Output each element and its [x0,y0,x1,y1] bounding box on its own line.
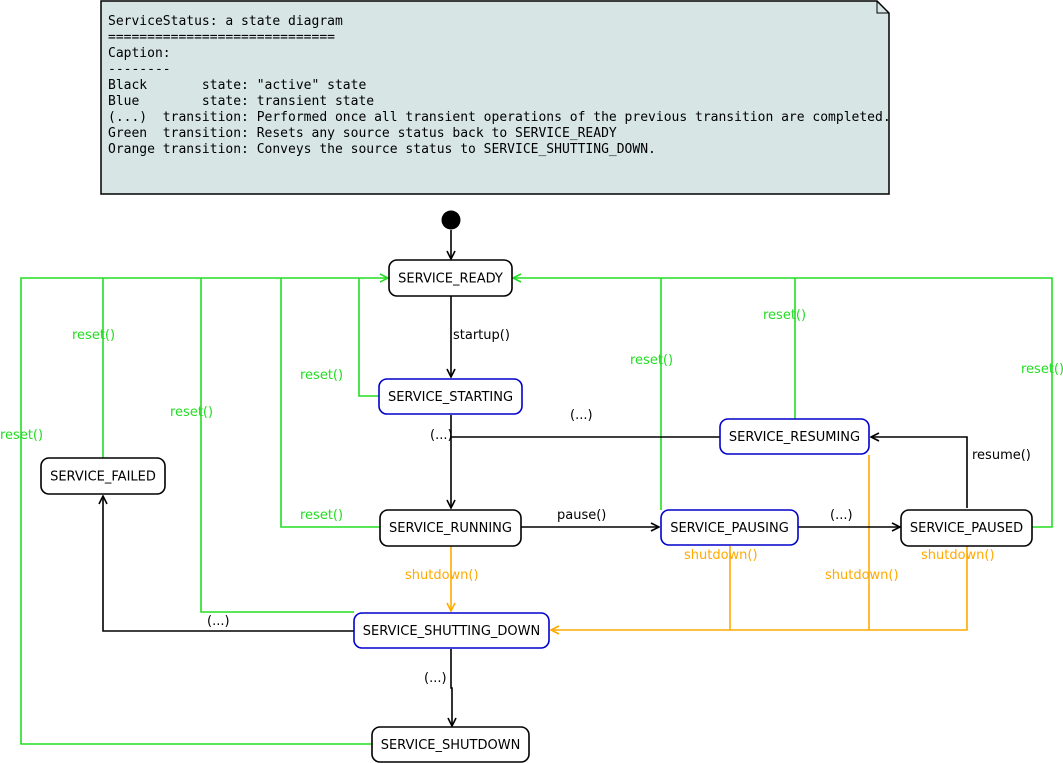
state-failed[interactable]: SERVICE_FAILED [40,457,166,495]
initial-state-dot [441,210,461,230]
label-shutdown: shutdown() [825,568,899,583]
edge-resume [871,437,968,508]
state-paused[interactable]: SERVICE_PAUSED [900,509,1033,547]
reset-edges [20,278,1053,745]
note-line: ServiceStatus: a state diagram [108,14,343,29]
normal-edges [103,230,968,726]
label-completed: (...) [424,671,447,686]
edge-reset-shutdown [20,278,388,745]
edge-reset-starting [358,278,379,397]
label-completed: (...) [570,408,593,423]
caption-note: ServiceStatus: a state diagram =========… [100,0,891,195]
note-line: Green transition: Resets any source stat… [108,126,617,141]
edge-reset-shutting-down [200,278,354,613]
shutdown-edges [451,455,968,630]
note-line: (...) transition: Performed once all tra… [108,110,891,125]
state-label: SERVICE_FAILED [50,470,156,485]
state-label: SERVICE_PAUSED [910,521,1023,536]
state-shutdown[interactable]: SERVICE_SHUTDOWN [371,726,530,763]
note-line: ============================= [108,30,335,45]
label-pause: pause() [557,508,606,523]
edge-reset-paused [513,278,1053,528]
label-completed: (...) [207,614,230,629]
state-ready[interactable]: SERVICE_READY [388,259,513,297]
state-label: SERVICE_SHUTTING_DOWN [363,624,540,639]
edge-shutting-down-failed [103,496,354,632]
note-line: -------- [108,62,171,77]
label-reset: reset() [763,308,806,323]
state-label: SERVICE_RUNNING [389,521,512,536]
label-resume: resume() [972,448,1031,463]
edge-reset-running [280,278,380,528]
state-starting[interactable]: SERVICE_STARTING [378,378,523,415]
label-reset: reset() [300,368,343,383]
state-resuming[interactable]: SERVICE_RESUMING [719,418,870,455]
label-shutdown: shutdown() [684,548,758,563]
note-line: Caption: [108,46,171,61]
state-label: SERVICE_SHUTDOWN [381,738,521,753]
note-line: Black state: "active" state [108,78,366,93]
state-shutting-down[interactable]: SERVICE_SHUTTING_DOWN [353,612,550,649]
label-completed: (...) [830,508,853,523]
label-reset: reset() [0,428,43,443]
edge-shutdown-paused [551,546,968,630]
state-pausing[interactable]: SERVICE_PAUSING [660,509,799,546]
state-running[interactable]: SERVICE_RUNNING [379,509,522,547]
label-startup: startup() [453,328,510,343]
label-reset: reset() [72,328,115,343]
state-label: SERVICE_STARTING [388,390,513,405]
note-line: Blue state: transient state [108,94,374,109]
state-label: SERVICE_RESUMING [729,430,860,445]
label-reset: reset() [300,508,343,523]
label-shutdown: shutdown() [921,548,995,563]
label-reset: reset() [630,353,673,368]
note-line: Orange transition: Conveys the source st… [108,142,656,157]
label-completed: (...) [430,428,453,443]
label-reset: reset() [1021,362,1063,377]
state-label: SERVICE_PAUSING [670,521,789,536]
label-reset: reset() [170,405,213,420]
state-label: SERVICE_READY [398,272,503,287]
label-shutdown: shutdown() [405,568,479,583]
edge-shutting-down-shutdown [451,649,452,726]
